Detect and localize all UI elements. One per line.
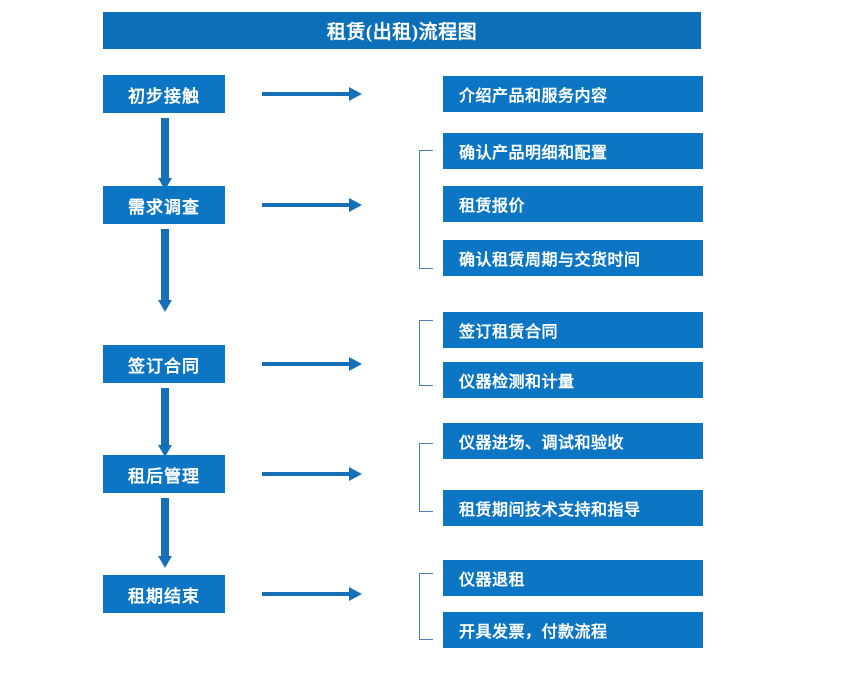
- arrow-head-right-icon: [349, 357, 362, 371]
- branch-arrow-5: [262, 587, 362, 601]
- page-title: 租赁(出租)流程图: [103, 12, 701, 49]
- detail-box-2-2[interactable]: 租赁报价: [443, 186, 703, 222]
- stage-box-2[interactable]: 需求调查: [103, 186, 225, 224]
- arrow-shaft: [161, 498, 169, 556]
- group-bracket-2: [419, 150, 433, 269]
- branch-arrow-4: [262, 467, 362, 481]
- arrow-head-down-icon: [158, 556, 172, 568]
- arrow-shaft: [161, 388, 169, 445]
- arrow-head-right-icon: [349, 587, 362, 601]
- arrow-shaft: [262, 592, 350, 596]
- detail-box-2-1[interactable]: 确认产品明细和配置: [443, 133, 703, 169]
- detail-box-5-1[interactable]: 仪器退租: [443, 560, 703, 596]
- arrow-shaft: [161, 229, 169, 300]
- arrow-head-right-icon: [349, 87, 362, 101]
- arrow-shaft: [161, 118, 169, 178]
- group-bracket-3: [419, 320, 433, 386]
- arrow-shaft: [262, 362, 350, 366]
- detail-box-3-1[interactable]: 签订租赁合同: [443, 312, 703, 348]
- arrow-shaft: [262, 203, 350, 207]
- arrow-head-down-icon: [158, 445, 172, 457]
- arrow-shaft: [262, 472, 350, 476]
- group-bracket-4: [419, 443, 433, 512]
- flow-connector-2-3: [158, 229, 172, 312]
- detail-box-4-2[interactable]: 租赁期间技术支持和指导: [443, 490, 703, 526]
- flow-connector-4-5: [158, 498, 172, 568]
- detail-box-2-3[interactable]: 确认租赁周期与交货时间: [443, 240, 703, 276]
- detail-box-4-1[interactable]: 仪器进场、调试和验收: [443, 423, 703, 459]
- flow-connector-3-4: [158, 388, 172, 457]
- arrow-shaft: [262, 92, 350, 96]
- detail-box-1-1[interactable]: 介绍产品和服务内容: [443, 76, 703, 112]
- branch-arrow-1: [262, 87, 362, 101]
- detail-box-3-2[interactable]: 仪器检测和计量: [443, 362, 703, 398]
- arrow-head-right-icon: [349, 198, 362, 212]
- group-bracket-5: [419, 573, 433, 640]
- detail-box-5-2[interactable]: 开具发票，付款流程: [443, 612, 703, 648]
- arrow-head-right-icon: [349, 467, 362, 481]
- stage-box-5[interactable]: 租期结束: [103, 575, 225, 613]
- flow-connector-1-2: [158, 118, 172, 190]
- stage-box-1[interactable]: 初步接触: [103, 75, 225, 113]
- branch-arrow-3: [262, 357, 362, 371]
- branch-arrow-2: [262, 198, 362, 212]
- arrow-head-down-icon: [158, 300, 172, 312]
- stage-box-3[interactable]: 签订合同: [103, 345, 225, 383]
- stage-box-4[interactable]: 租后管理: [103, 455, 225, 493]
